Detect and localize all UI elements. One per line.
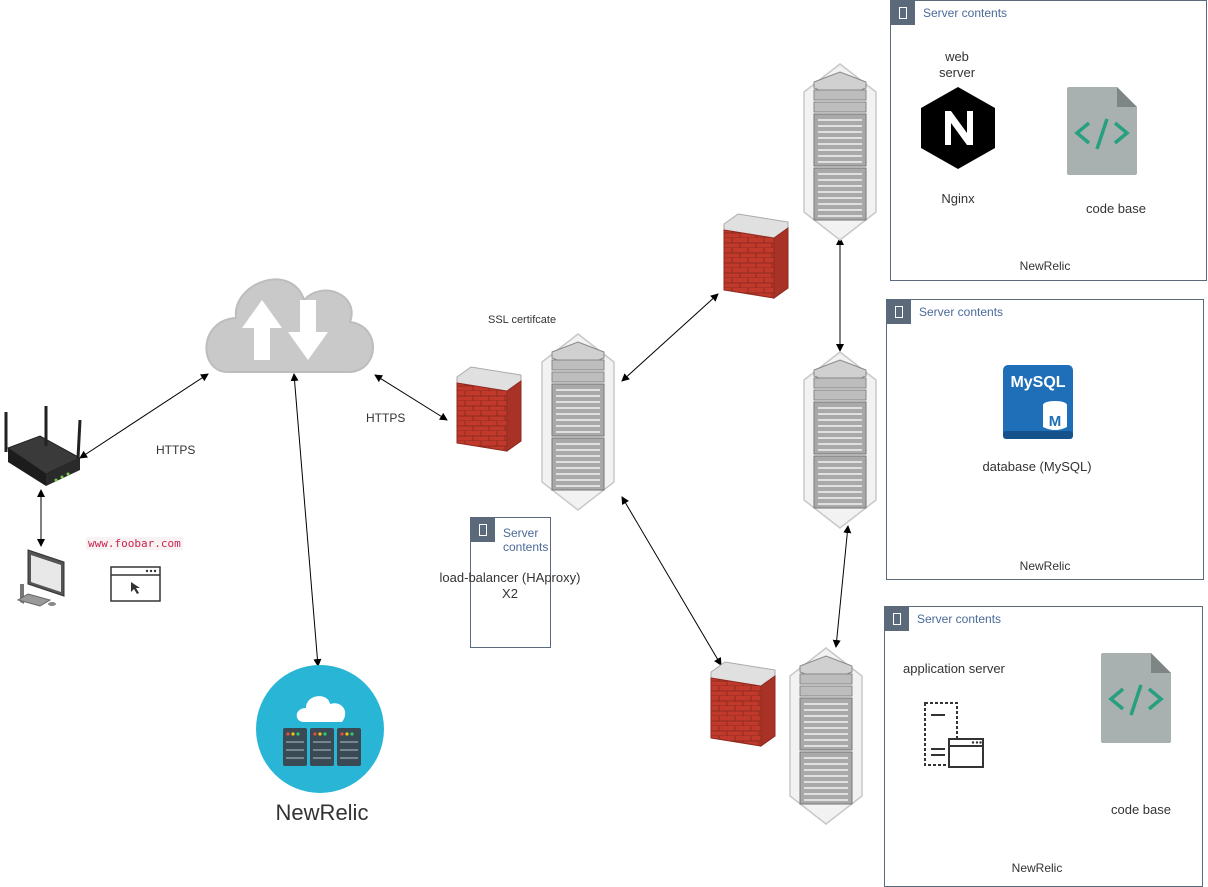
mysql-m-text: M — [1049, 413, 1062, 430]
lb-panel-title: Server contents — [503, 526, 549, 554]
lb-server-contents-panel: Server contents — [470, 517, 551, 648]
server-icon — [887, 300, 911, 324]
application-window-icon — [924, 702, 984, 768]
server-icon — [891, 1, 915, 25]
db-server-rack-icon — [803, 351, 877, 529]
code-file-icon — [1067, 87, 1137, 175]
app-server-rack-icon — [789, 647, 863, 825]
load-balancer-server-icon — [541, 333, 615, 511]
db-app-link — [832, 525, 852, 648]
lb-panel-header — [471, 518, 495, 542]
db-server-contents-panel: Server contents MySQL M database (MySQL)… — [886, 299, 1204, 580]
web-server-contents-panel: Server contents web server Nginx code ba… — [890, 0, 1207, 281]
https-label-right: HTTPS — [366, 411, 406, 425]
app-newrelic-label: NewRelic — [1011, 861, 1063, 875]
lb-web-firewall-link — [621, 293, 719, 382]
web-code-base-label: code base — [1086, 201, 1146, 216]
nginx-label: Nginx — [941, 191, 975, 206]
web-panel-title: Server contents — [923, 6, 1008, 20]
application-server-label: application server — [903, 661, 1005, 676]
app-panel-title: Server contents — [917, 612, 1002, 626]
server-icon — [471, 518, 495, 542]
code-file-icon — [1101, 653, 1171, 743]
cloud-newrelic-link — [290, 373, 322, 667]
newrelic-title: NewRelic — [275, 800, 369, 825]
web-newrelic-label: NewRelic — [1019, 259, 1071, 273]
computer-icon — [16, 549, 65, 607]
internet-cloud-icon — [205, 278, 374, 373]
server-icon — [885, 607, 909, 631]
firewall-app-icon — [710, 661, 776, 747]
web-panel-header: Server contents — [891, 1, 1007, 25]
db-panel-title: Server contents — [919, 305, 1004, 319]
ssl-certificate-label: SSL certifcate — [488, 314, 557, 326]
web-server-rack-icon — [803, 63, 877, 241]
firewall-lb-icon — [456, 366, 522, 452]
load-balancer-label: load-balancer (HAproxy) — [439, 570, 581, 585]
router-icon — [4, 406, 82, 486]
database-label: database (MySQL) — [982, 459, 1092, 474]
app-code-base-label: code base — [1111, 802, 1171, 817]
db-newrelic-label: NewRelic — [1019, 559, 1071, 573]
lb-app-firewall-link — [621, 496, 722, 666]
domain-url-label: www.foobar.com — [86, 537, 183, 550]
firewall-web-icon — [723, 213, 789, 299]
https-label-left: HTTPS — [156, 443, 196, 457]
nginx-logo-icon — [921, 87, 995, 169]
app-panel-header: Server contents — [885, 607, 1001, 631]
router-cloud-link — [79, 373, 209, 459]
mysql-logo-icon: MySQL M — [1003, 365, 1073, 439]
cloud-firewall-link — [374, 374, 448, 421]
app-server-contents-panel: Server contents application server code … — [884, 606, 1203, 887]
browser-window-icon — [110, 566, 161, 602]
db-panel-header: Server contents — [887, 300, 1003, 324]
newrelic-monitoring-icon — [256, 665, 384, 793]
mysql-logo-text: MySQL — [1010, 374, 1065, 391]
load-balancer-count-label: X2 — [502, 586, 518, 601]
web-server-label: web server — [938, 49, 976, 80]
